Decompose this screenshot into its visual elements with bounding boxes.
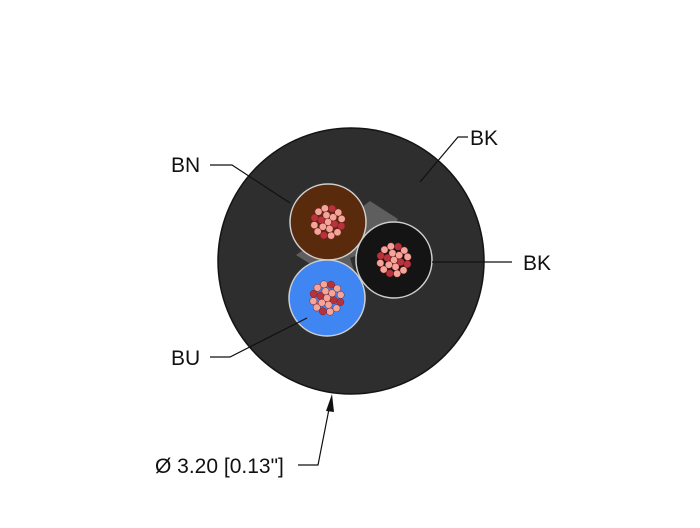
copper-strand <box>328 204 336 213</box>
copper-strand <box>325 224 334 233</box>
copper-strand <box>309 297 318 305</box>
copper-strand <box>327 231 335 240</box>
copper-strand <box>309 290 318 298</box>
copper-strand <box>394 242 402 251</box>
copper-strand <box>337 215 346 223</box>
copper-strand <box>310 214 319 222</box>
copper-strand <box>329 213 337 222</box>
strand-bundle <box>309 280 345 316</box>
copper-strand <box>321 287 330 296</box>
conductor-black <box>355 221 433 299</box>
copper-strand <box>310 221 319 229</box>
label-brown-conductor: BN <box>171 154 201 177</box>
copper-strand <box>333 284 342 293</box>
copper-strand <box>380 245 389 254</box>
copper-strand <box>332 304 341 313</box>
copper-strand <box>387 242 395 251</box>
strand-bundle <box>310 204 346 240</box>
outer-jacket <box>217 127 485 395</box>
copper-strand <box>391 262 400 271</box>
copper-strand <box>321 204 329 213</box>
copper-strand <box>336 291 345 299</box>
copper-strand <box>403 260 412 268</box>
leader-line-diameter <box>298 403 331 466</box>
copper-strand <box>319 307 327 316</box>
copper-strand <box>313 227 322 236</box>
copper-strand <box>333 228 342 237</box>
copper-strand <box>336 298 345 306</box>
copper-strand <box>400 246 409 255</box>
leader-line-outer-jacket <box>419 136 468 183</box>
copper-strand <box>320 231 328 240</box>
copper-strand <box>313 283 322 292</box>
copper-strand <box>399 266 408 275</box>
label-diameter: Ø 3.20 [0.13"] <box>155 455 284 478</box>
copper-strand <box>376 259 385 267</box>
copper-strand <box>403 253 412 261</box>
copper-strand <box>376 252 385 260</box>
copper-strand <box>324 300 333 309</box>
copper-strand <box>326 307 334 316</box>
label-blue-conductor: BU <box>171 347 201 370</box>
copper-strand <box>393 269 401 278</box>
conductor-brown <box>289 183 367 261</box>
leader-line-blue <box>210 317 308 358</box>
copper-strand <box>327 280 335 289</box>
copper-strand <box>388 249 397 258</box>
copper-strand <box>395 251 403 260</box>
copper-strand <box>379 265 388 274</box>
copper-strand <box>328 289 336 298</box>
copper-strand <box>314 207 323 216</box>
copper-strand <box>386 269 394 278</box>
copper-strand <box>334 208 343 217</box>
label-outer-jacket: BK <box>470 127 499 150</box>
strand-bundle <box>376 242 412 278</box>
copper-strand <box>337 222 346 230</box>
conductor-blue <box>288 259 366 337</box>
leader-line-brown <box>210 164 291 204</box>
copper-strand <box>312 303 321 312</box>
copper-strand <box>320 280 328 289</box>
copper-strand <box>322 211 331 220</box>
diameter-arrowhead <box>326 394 334 412</box>
label-black-conductor: BK <box>523 252 552 275</box>
